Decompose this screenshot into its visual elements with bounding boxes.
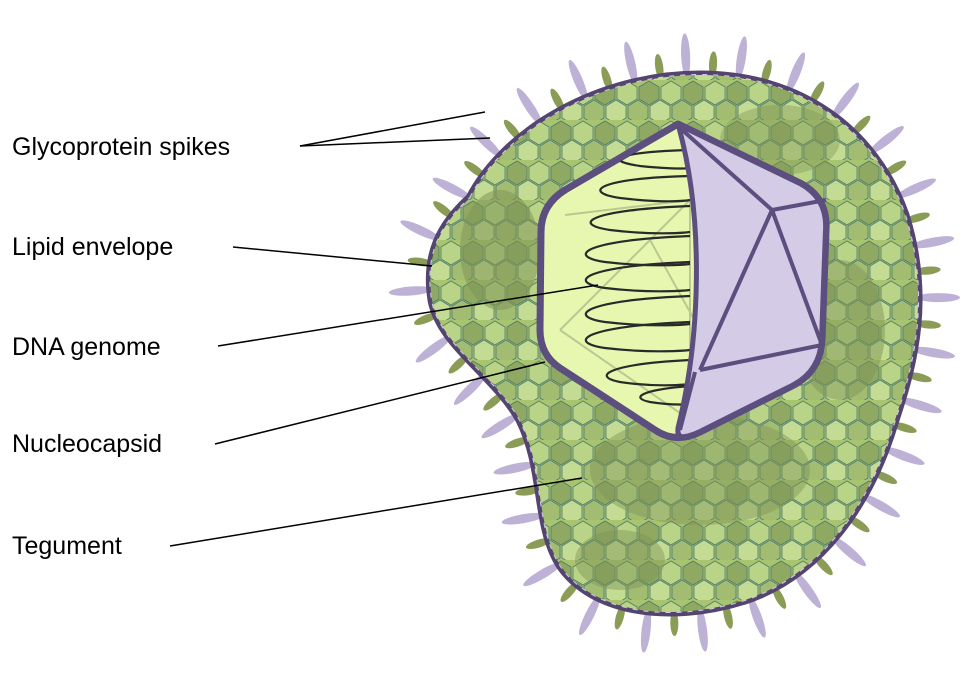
label-dna-genome: DNA genome <box>12 333 161 361</box>
leader-glycoprotein-2 <box>300 138 490 146</box>
label-nucleocapsid: Nucleocapsid <box>12 430 162 458</box>
label-lipid-envelope: Lipid envelope <box>12 233 173 261</box>
label-glycoprotein-spikes: Glycoprotein spikes <box>12 133 230 161</box>
leader-tegument <box>170 478 582 546</box>
glycoprotein-spike-long <box>916 293 960 302</box>
label-tegument: Tegument <box>12 532 122 560</box>
leader-glycoprotein-1 <box>300 112 485 146</box>
leader-lipid-envelope <box>233 247 432 266</box>
